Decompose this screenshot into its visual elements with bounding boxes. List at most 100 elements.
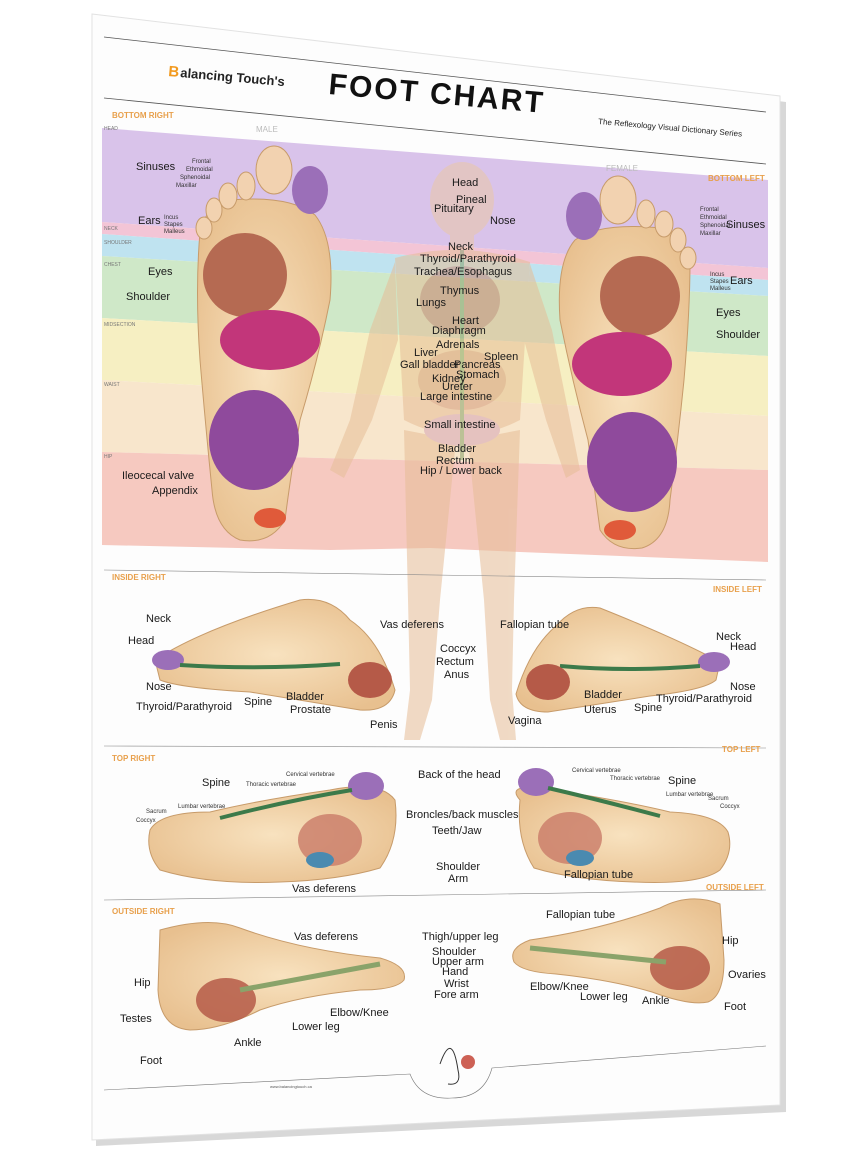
organ-intestines (587, 412, 677, 512)
label-top-lumbar-left: Lumbar vertebrae (666, 792, 714, 798)
label-sinus-sphenoidal-left: Sphenoidal (700, 223, 730, 229)
toe-4 (205, 197, 223, 223)
spine-reflex (559, 664, 701, 671)
label-top-lumbar-right: Lumbar vertebrae (178, 804, 226, 810)
foot-top-left (515, 768, 731, 883)
toe-2 (236, 171, 256, 201)
footer-website: www.balancingtouch.ca (270, 1084, 313, 1089)
label-large-intestine: Large intestine (420, 391, 492, 403)
label-sinuses-left: Sinuses (726, 219, 766, 231)
label-out-ovaries: Ovaries (728, 969, 766, 981)
label-lungs: Lungs (416, 297, 446, 309)
toe-brain (698, 652, 730, 672)
label-hip-lower-back: Hip / Lower back (420, 465, 502, 477)
organ-hip (650, 946, 710, 990)
toe-2 (636, 199, 656, 229)
label-inside-spine-left: Spine (634, 702, 662, 714)
label-inside-vagina: Vagina (508, 715, 542, 727)
label-ileocecal: Ileocecal valve (122, 470, 194, 482)
foot-top-right (148, 772, 397, 883)
big-toe (599, 175, 637, 225)
center-organ-labels: Head Pineal Pituitary Nose Neck Thyroid/… (400, 177, 518, 477)
label-top-sacrum-right: Sacrum (146, 809, 167, 815)
figure-right-leg (404, 430, 456, 740)
footer-rule (103, 1045, 767, 1099)
label-inside-vas-deferens: Vas deferens (380, 619, 445, 631)
foot-inside-right (152, 598, 396, 711)
label-bladder: Bladder (438, 443, 476, 455)
label-nose: Nose (490, 215, 516, 227)
zone-label-chest: CHEST (104, 262, 121, 268)
signature-logo (439, 1048, 475, 1085)
label-out-ankle-left: Ankle (642, 995, 670, 1007)
label-top-spine-left: Spine (668, 775, 696, 787)
label-top-cervical-right: Cervical vertebrae (286, 772, 335, 778)
organ-stomach (220, 310, 320, 370)
label-out-elbow-right: Elbow/Knee (330, 1007, 389, 1019)
label-pituitary: Pituitary (434, 203, 474, 215)
label-arm-center: Arm (448, 873, 468, 885)
label-sinus-ethmoidal-left: Ethmoidal (700, 215, 727, 221)
label-kidney: Kidney (432, 373, 466, 385)
label-spleen: Spleen (484, 351, 518, 363)
section-inside-left: INSIDE LEFT (713, 585, 762, 594)
label-top-thoracic-left: Thoracic vertebrae (610, 776, 661, 782)
organ-lung-heart (600, 256, 680, 336)
label-out-fallopian: Fallopian tube (546, 909, 615, 921)
toe-3 (218, 182, 238, 210)
label-out-hip-left: Hip (722, 935, 739, 947)
zone-label-head: HEAD (104, 126, 118, 132)
big-toe-brain (566, 192, 602, 240)
organ-hip (196, 978, 256, 1022)
label-teeth-jaw: Teeth/Jaw (432, 825, 482, 837)
label-top-sacrum-left: Sacrum (708, 796, 729, 802)
label-coccyx: Coccyx (440, 643, 477, 655)
label-inside-thyroid-left: Thyroid/Parathyroid (656, 693, 752, 705)
zone-label-hip: HIP (104, 454, 113, 460)
label-ear-incus-left: Incus (710, 272, 724, 278)
big-toe (255, 145, 293, 195)
section-bottom-right: BOTTOM RIGHT (112, 111, 174, 120)
label-top-coccyx-right: Coccyx (136, 818, 156, 824)
big-toe-brain (292, 166, 328, 214)
label-out-foot-right: Foot (140, 1055, 162, 1067)
label-sinus-maxillar: Maxillar (176, 183, 197, 189)
foot-inside-left (515, 606, 730, 713)
label-out-hip-right: Hip (134, 977, 151, 989)
label-out-wrist: Wrist (444, 978, 469, 990)
figure-head (430, 162, 494, 238)
label-top-vas-deferens: Vas deferens (292, 883, 357, 895)
organ-intestines (209, 390, 299, 490)
section-outside-left: OUTSIDE LEFT (706, 883, 764, 892)
divider-inside (103, 569, 767, 581)
body-figure (330, 162, 580, 740)
label-sinus-frontal-left: Frontal (700, 207, 719, 213)
label-ear-stapes-left: Stapes (710, 279, 729, 285)
label-stomach: Stomach (456, 369, 499, 381)
label-diaphragm: Diaphragm (432, 325, 486, 337)
label-shoulder-left: Shoulder (716, 329, 760, 341)
label-out-elbow-left: Elbow/Knee (530, 981, 589, 993)
organ-pelvis (526, 664, 570, 700)
header-rule-top (103, 36, 767, 113)
figure-neck (450, 232, 474, 252)
section-outside-right: OUTSIDE RIGHT (112, 907, 175, 916)
label-appendix: Appendix (152, 485, 198, 497)
toe-3 (654, 210, 674, 238)
label-shoulder-right: Shoulder (126, 291, 170, 303)
label-pancreas: Pancreas (454, 359, 501, 371)
label-inside-neck-left: Neck (716, 631, 742, 643)
label-head: Head (452, 177, 478, 189)
figure-right-arm (330, 262, 398, 478)
label-small-intestine: Small intestine (424, 419, 496, 431)
label-inside-penis: Penis (370, 719, 398, 731)
divider-top (103, 745, 767, 749)
female-label: FEMALE (606, 164, 638, 173)
label-ear-malleus: Malleus (164, 229, 185, 235)
toe-4 (669, 227, 687, 253)
male-label: MALE (256, 125, 278, 134)
label-back-of-head: Back of the head (418, 769, 501, 781)
toe-5 (195, 216, 213, 240)
label-top-fallopian: Fallopian tube (564, 869, 633, 881)
